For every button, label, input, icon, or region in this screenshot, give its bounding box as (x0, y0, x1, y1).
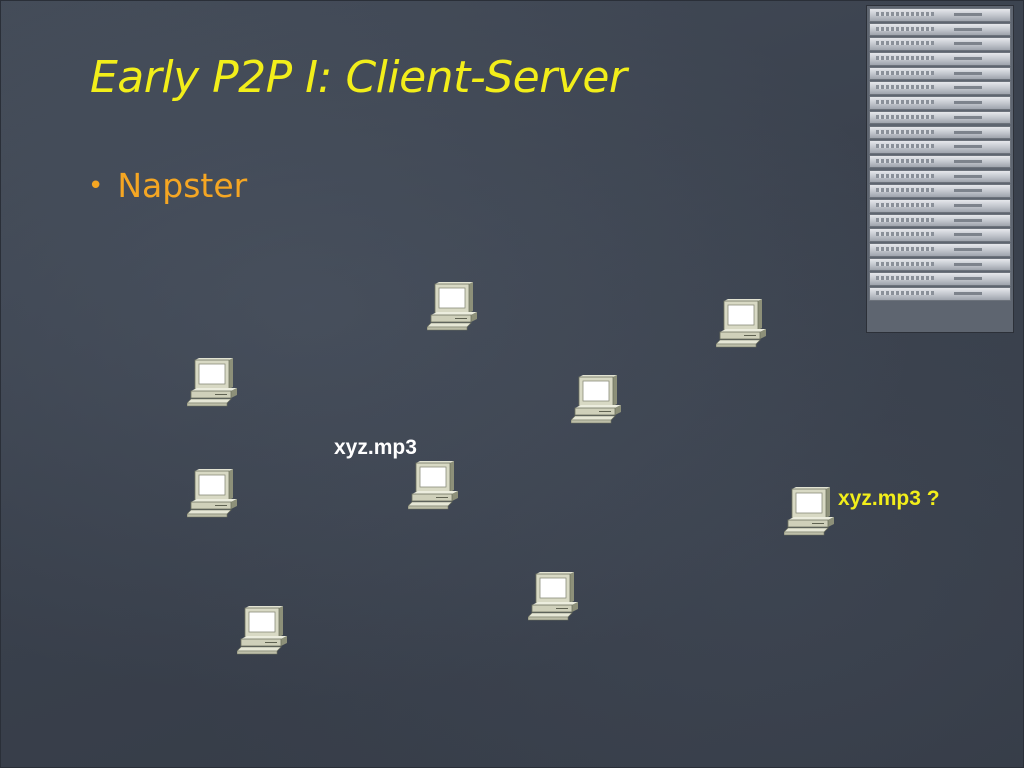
server-unit (869, 287, 1011, 301)
server-unit (869, 184, 1011, 198)
server-unit (869, 8, 1011, 22)
server-unit (869, 52, 1011, 66)
desktop-computer-icon (716, 298, 768, 350)
server-unit (869, 37, 1011, 51)
server-rack-icon (866, 5, 1014, 333)
server-unit (869, 257, 1011, 272)
desktop-computer-icon-host (408, 460, 460, 512)
query-label: xyz.mp3 ? (838, 487, 940, 510)
server-unit (869, 198, 1011, 213)
host-file-label: xyz.mp3 (334, 436, 417, 459)
server-unit (869, 228, 1011, 242)
desktop-computer-icon (427, 281, 479, 333)
server-unit (869, 154, 1011, 169)
bullet-dot: • (88, 171, 104, 201)
bullet-text: Napster (117, 166, 248, 205)
server-unit (869, 96, 1011, 110)
desktop-computer-icon-requester (784, 486, 836, 538)
bullet-item-napster: • Napster (88, 166, 247, 205)
server-unit (869, 169, 1011, 184)
desktop-computer-icon (187, 357, 239, 409)
server-unit (869, 272, 1011, 286)
server-unit (869, 81, 1011, 96)
server-unit (869, 213, 1011, 228)
slide-title: Early P2P I: Client-Server (90, 52, 627, 103)
desktop-computer-icon (187, 468, 239, 520)
server-unit (869, 125, 1011, 140)
server-unit (869, 110, 1011, 125)
server-unit (869, 22, 1011, 37)
desktop-computer-icon (237, 605, 289, 657)
server-unit (869, 243, 1011, 257)
desktop-computer-icon (571, 374, 623, 426)
desktop-computer-icon (528, 571, 580, 623)
server-unit (869, 140, 1011, 154)
server-unit (869, 66, 1011, 81)
